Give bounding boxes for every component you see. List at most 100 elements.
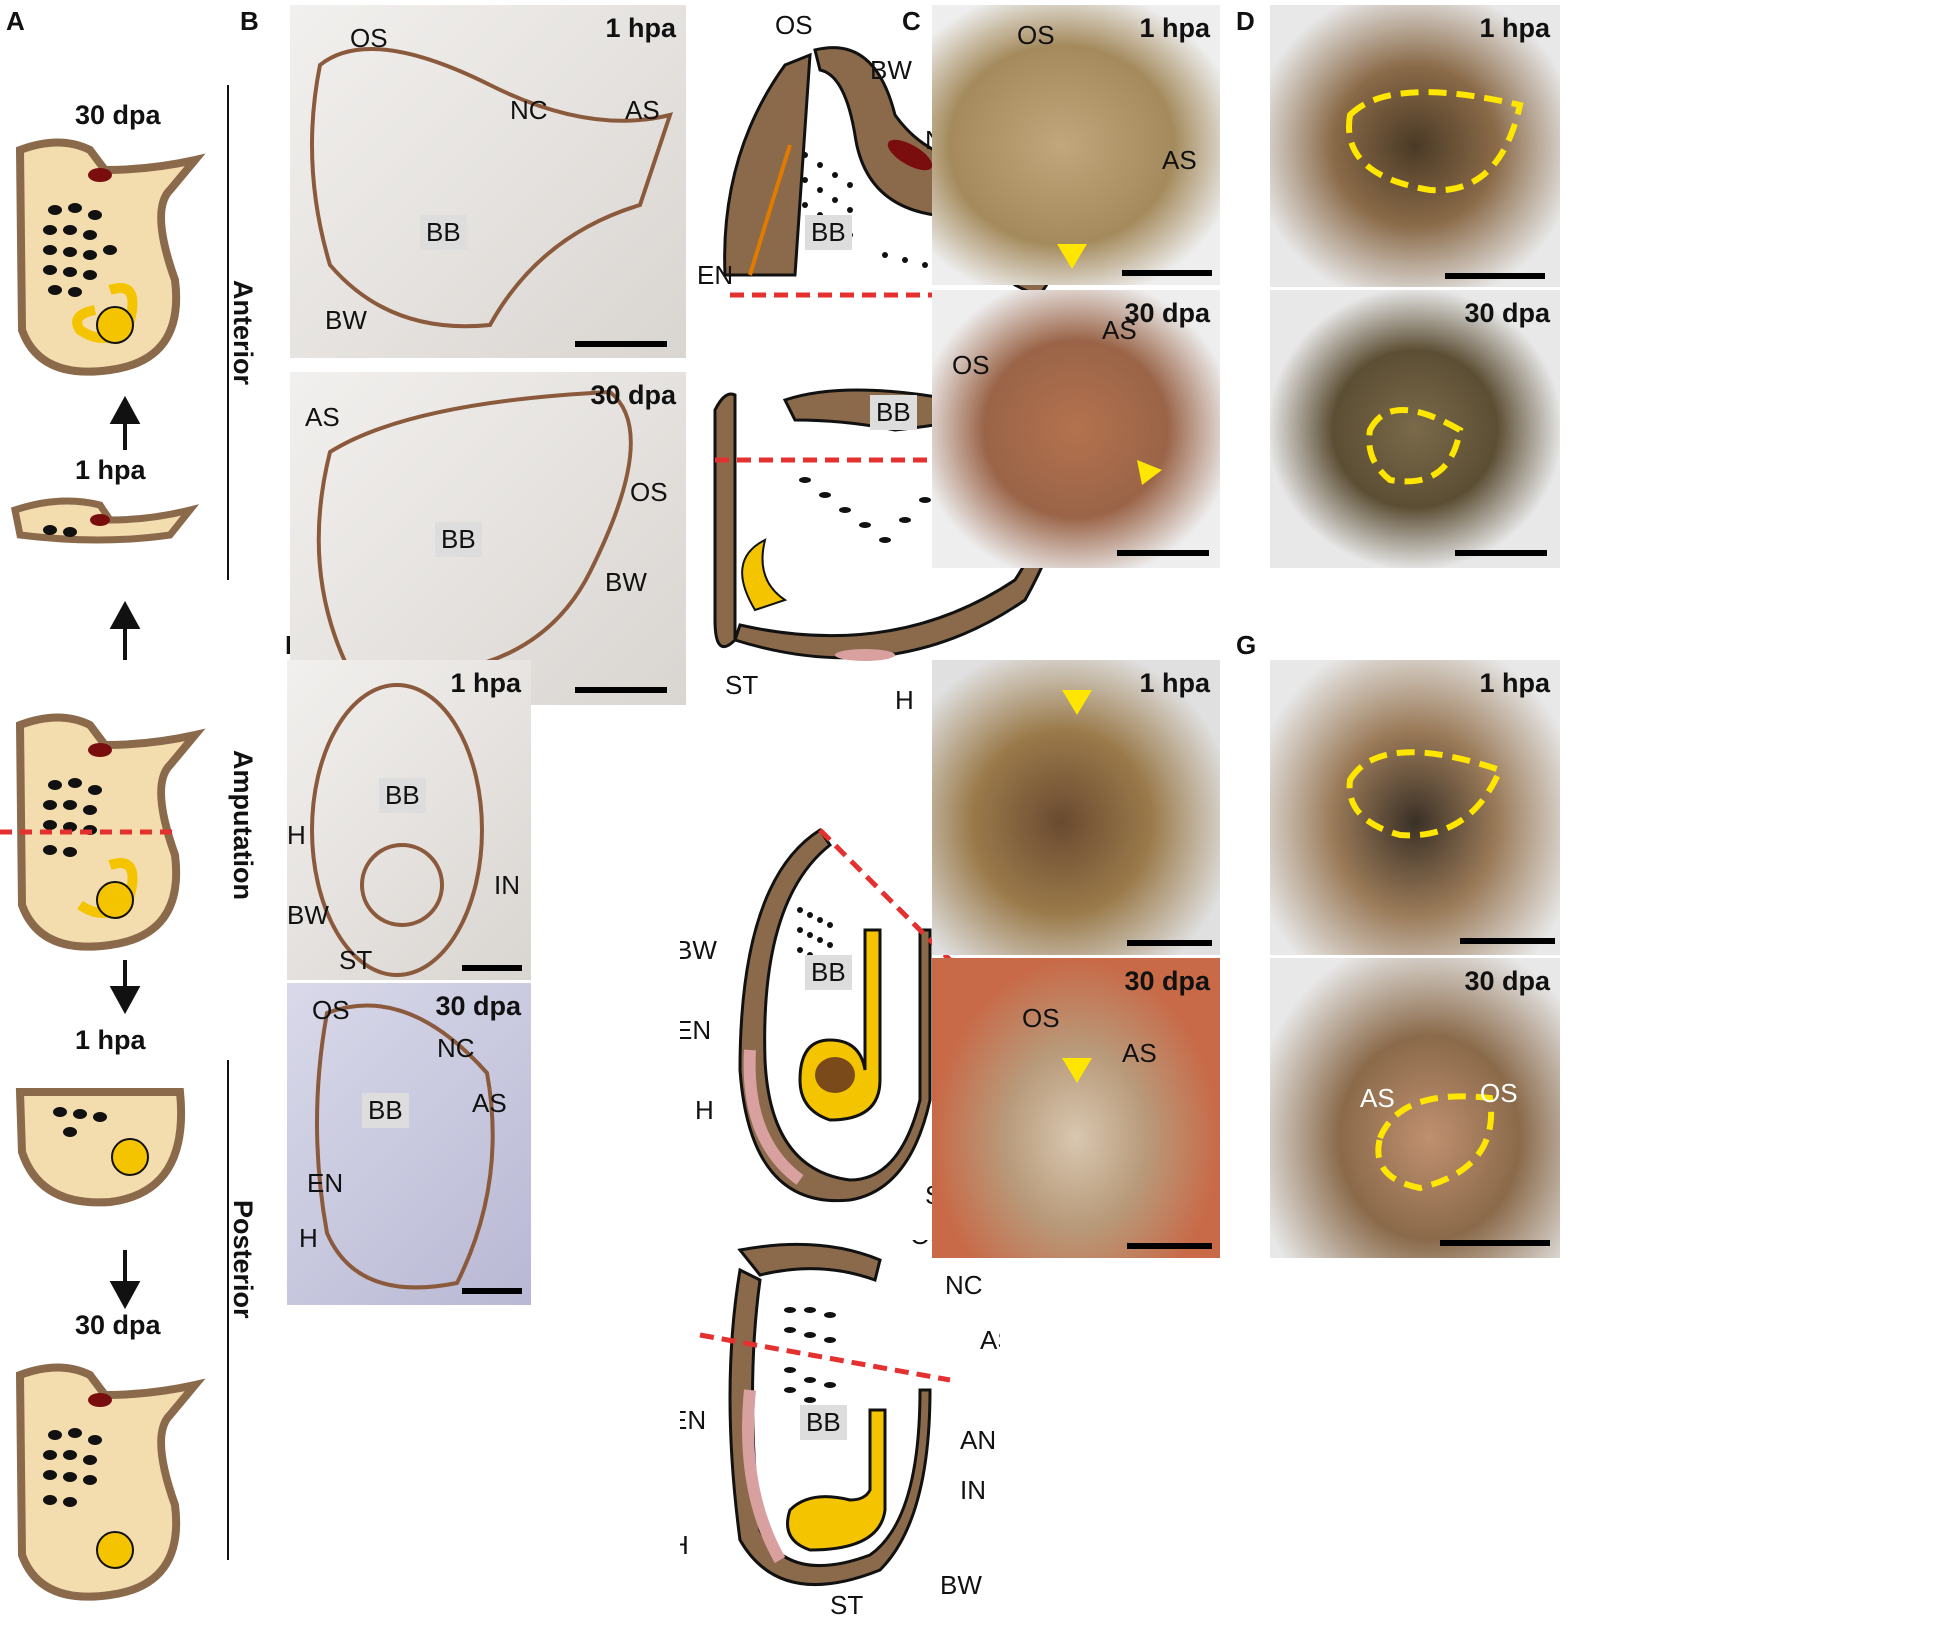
- es2-label-h: H: [680, 1530, 689, 1561]
- bs-label-bb: BB: [805, 215, 852, 250]
- c-photo-30dpa: 30 dpa AS OS: [932, 290, 1220, 568]
- scale-bar: [1127, 1243, 1212, 1249]
- scale-bar: [575, 341, 667, 347]
- e-label-bw: BW: [287, 900, 329, 930]
- ascidian-schematic-posterior-1hpa: [15, 1088, 186, 1207]
- ascidian-schematic-amputation: [0, 713, 206, 951]
- section-amputation: Amputation: [228, 750, 258, 900]
- b2-label-os: OS: [630, 477, 668, 507]
- scale-bar: [1460, 938, 1555, 944]
- es2-label-in: IN: [960, 1475, 986, 1505]
- e-label-st: ST: [339, 945, 373, 975]
- e2-label-en: EN: [307, 1168, 344, 1198]
- es-label-bb: BB: [805, 955, 852, 990]
- e-time-30dpa: 30 dpa: [435, 991, 521, 1021]
- e-label-bb: BB: [379, 778, 426, 813]
- ascidian-schematic-top: [15, 138, 206, 376]
- f2-label-as: AS: [1122, 1038, 1157, 1068]
- g-time-30dpa: 30 dpa: [1464, 966, 1550, 996]
- es2-label-st: ST: [830, 1590, 864, 1620]
- d-photo-1hpa: 1 hpa: [1270, 5, 1560, 287]
- b2-label-bb: BB: [435, 522, 482, 557]
- e2-label-as: AS: [472, 1088, 507, 1118]
- e-label-in: IN: [494, 870, 520, 900]
- flow-arrows: [109, 395, 141, 1310]
- bs2-label-h: H: [895, 685, 914, 710]
- e-histology-1hpa: 1 hpa BB H IN BW ST: [287, 660, 531, 980]
- panel-label-d: D: [1236, 6, 1255, 36]
- ascidian-schematic-fragment: [10, 497, 200, 544]
- es2-label-nc: NC: [945, 1270, 983, 1300]
- c-label-as: AS: [1162, 145, 1197, 175]
- a-time-1hpa: 1 hpa: [75, 455, 146, 485]
- e-schematic-1hpa: BW BB EN IN H ST: [680, 820, 1010, 1230]
- b2-label-as: AS: [305, 402, 340, 432]
- g-time-1hpa: 1 hpa: [1479, 668, 1550, 698]
- es-label-en: EN: [680, 1015, 712, 1045]
- panel-label-b: B: [240, 6, 259, 36]
- c2-label-os: OS: [952, 350, 990, 380]
- section-anterior: Anterior: [228, 280, 258, 386]
- bs2-label-st: ST: [725, 670, 759, 700]
- f-time-30dpa: 30 dpa: [1124, 966, 1210, 996]
- scale-bar: [1445, 273, 1545, 279]
- ascidian-schematic-bottom: [15, 1363, 206, 1601]
- b-histology-30dpa: 30 dpa AS OS BB BW IN: [290, 372, 686, 705]
- e-label-h: H: [287, 820, 306, 850]
- g2-label-as: AS: [1360, 1083, 1395, 1113]
- a-time-top: 30 dpa: [75, 100, 161, 130]
- b-label-os: OS: [350, 23, 388, 53]
- e2-label-h: H: [299, 1223, 318, 1253]
- f-photo-1hpa: 1 hpa: [932, 660, 1220, 955]
- scale-bar: [462, 1288, 522, 1294]
- scale-bar: [1455, 550, 1547, 556]
- bs-label-bw: BW: [870, 55, 912, 85]
- bs-label-os: OS: [775, 10, 813, 40]
- scale-bar: [575, 687, 667, 693]
- b-time-1hpa: 1 hpa: [605, 13, 676, 43]
- e-time-1hpa: 1 hpa: [450, 668, 521, 698]
- f-time-1hpa: 1 hpa: [1139, 668, 1210, 698]
- bs2-label-bb: BB: [870, 395, 917, 430]
- bs-label-en: EN: [697, 260, 734, 290]
- a-time-bottom: 30 dpa: [75, 1310, 161, 1340]
- scale-bar: [1440, 1240, 1550, 1246]
- c-time-1hpa: 1 hpa: [1139, 13, 1210, 43]
- panel-a-schematic: 30 dpa 1 hpa 1 hpa 30 dpa: [0, 0, 235, 1633]
- es2-label-bb: BB: [800, 1405, 847, 1440]
- es2-label-an: AN: [960, 1425, 997, 1455]
- d-time-1hpa: 1 hpa: [1479, 13, 1550, 43]
- e2-label-os: OS: [312, 995, 350, 1025]
- b-histology-1hpa: 1 hpa OS NC AS BB BW: [290, 5, 686, 358]
- d-time-30dpa: 30 dpa: [1464, 298, 1550, 328]
- g2-label-os: OS: [1480, 1078, 1518, 1108]
- a-time-posterior: 1 hpa: [75, 1025, 146, 1055]
- section-posterior: Posterior: [228, 1200, 258, 1319]
- scale-bar: [1122, 270, 1212, 276]
- c2-label-as: AS: [1102, 315, 1137, 345]
- c-time-30dpa: 30 dpa: [1124, 298, 1210, 328]
- panel-label-a: A: [6, 6, 25, 36]
- b-label-as: AS: [625, 95, 660, 125]
- f-photo-30dpa: 30 dpa OS AS: [932, 958, 1220, 1258]
- b-label-bb: BB: [420, 215, 467, 250]
- g-photo-1hpa: 1 hpa: [1270, 660, 1560, 955]
- e2-label-bb: BB: [362, 1093, 409, 1128]
- d-photo-30dpa: 30 dpa: [1270, 290, 1560, 568]
- c-photo-1hpa: 1 hpa OS AS: [932, 5, 1220, 285]
- panel-label-c: C: [902, 6, 921, 36]
- f2-label-os: OS: [1022, 1003, 1060, 1033]
- es-label-h: H: [695, 1095, 714, 1125]
- es2-label-as: AS: [980, 1325, 1000, 1355]
- b-label-nc: NC: [510, 95, 548, 125]
- e2-label-nc: NC: [437, 1033, 475, 1063]
- scale-bar: [1127, 940, 1212, 946]
- g-photo-30dpa: 30 dpa AS OS: [1270, 958, 1560, 1258]
- scale-bar: [1117, 550, 1209, 556]
- e-schematic-30dpa: OS NC AS BB EN AN IN H BW ST: [680, 1240, 1000, 1620]
- b2-label-bw: BW: [605, 567, 647, 597]
- scale-bar: [462, 965, 522, 971]
- b-label-bw: BW: [325, 305, 367, 335]
- e-histology-30dpa: 30 dpa OS NC AS BB EN H: [287, 983, 531, 1305]
- es-label-bw: BW: [680, 935, 717, 965]
